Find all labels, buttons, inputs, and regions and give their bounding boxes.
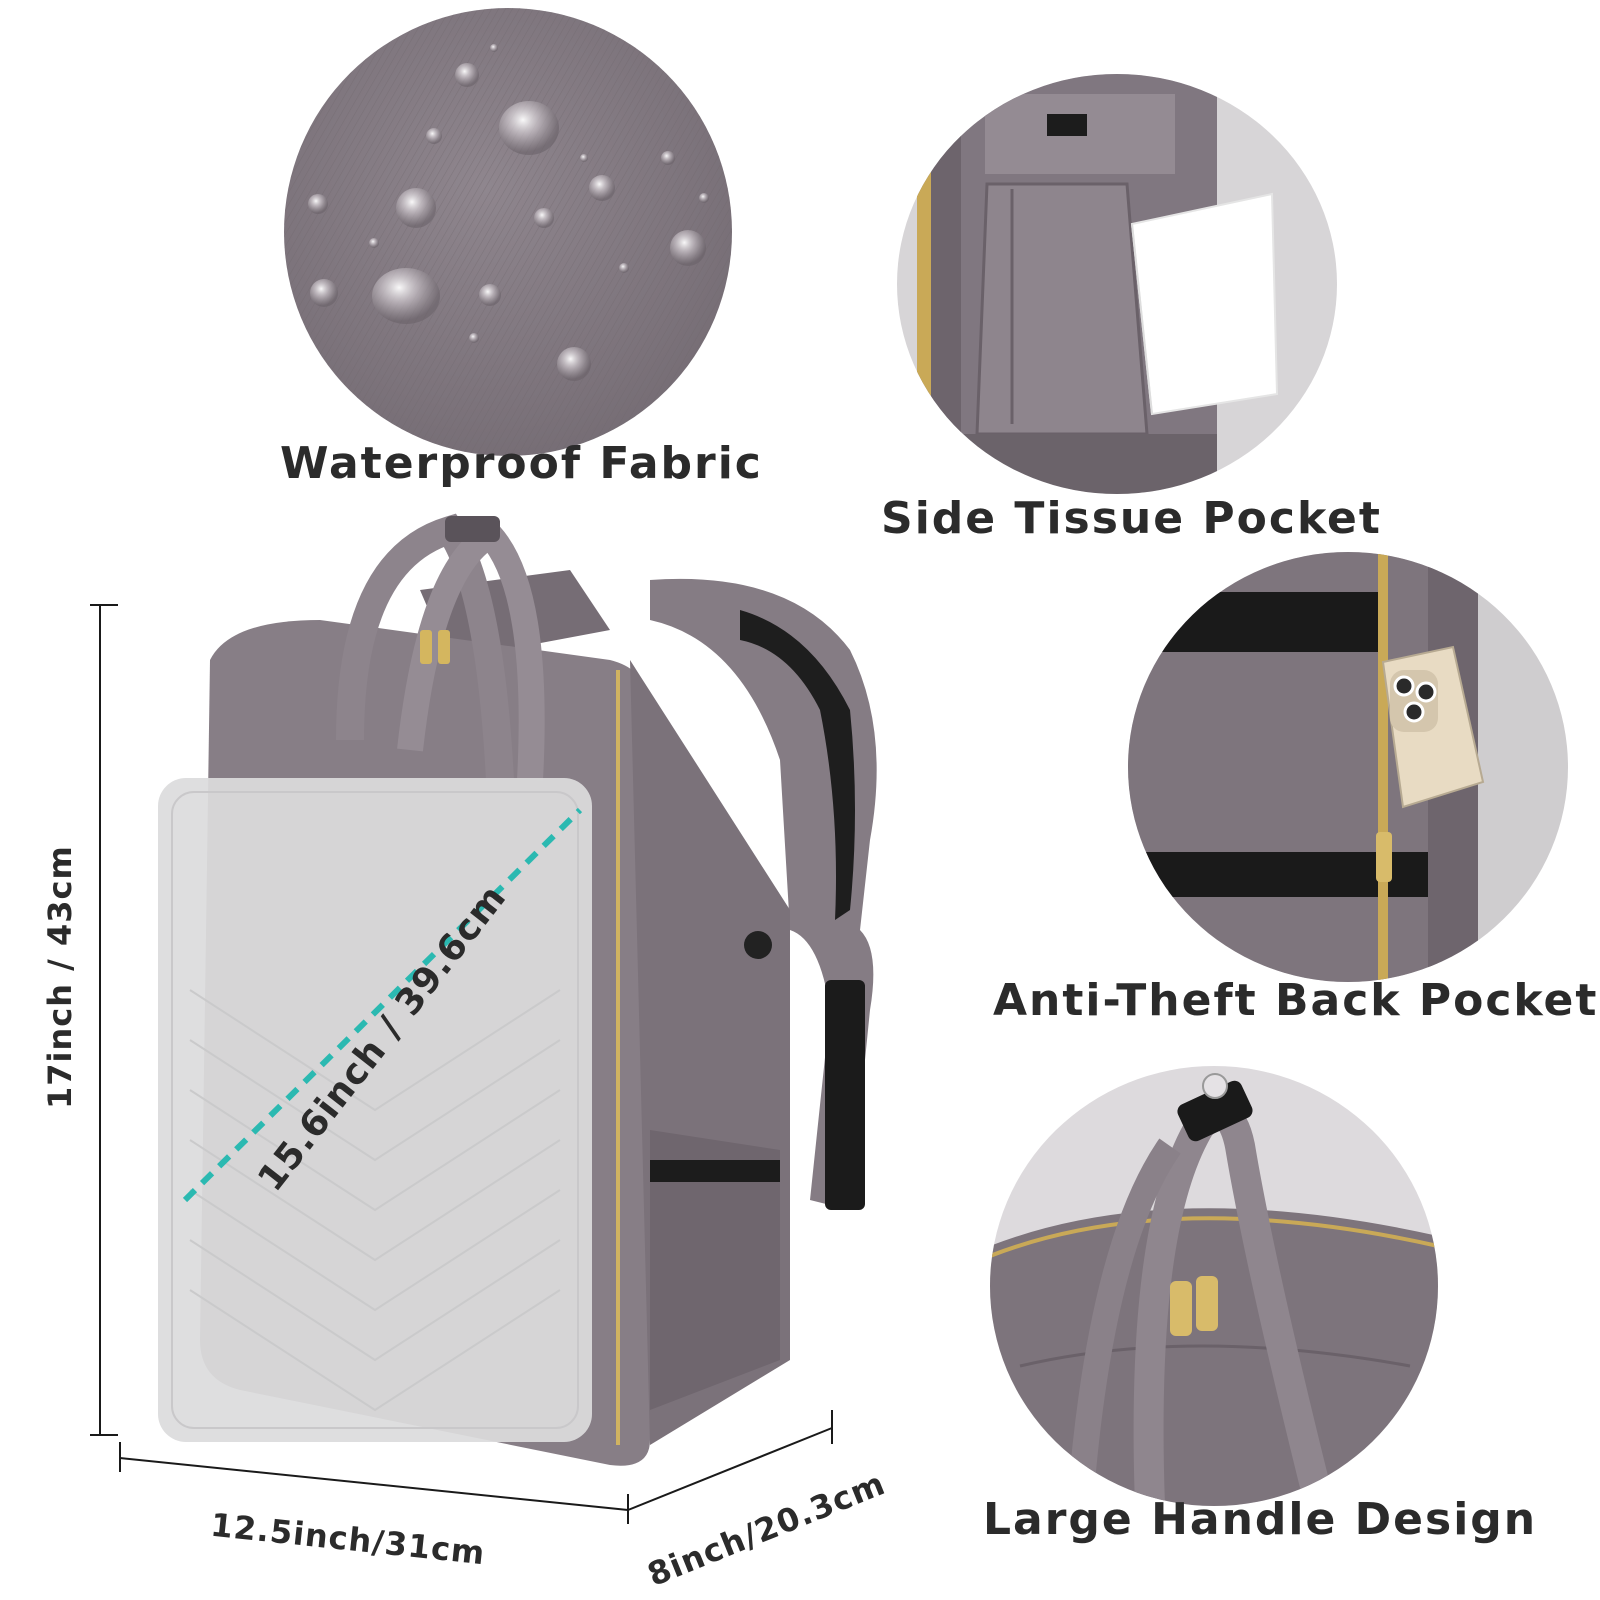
backpack-image xyxy=(90,510,930,1590)
waterproof-fabric-label: Waterproof Fabric xyxy=(280,438,763,489)
large-handle-image xyxy=(990,1066,1438,1506)
phone-icon xyxy=(1381,645,1485,809)
anti-theft-pocket-image xyxy=(1128,552,1568,982)
water-droplet-icon xyxy=(308,44,709,381)
tissue-icon xyxy=(1130,192,1279,416)
anti-theft-pocket-label: Anti-Theft Back Pocket xyxy=(993,975,1599,1026)
zipper-pull-icon xyxy=(1170,1276,1218,1336)
height-label: 17inch / 43cm xyxy=(41,845,79,1109)
zipper-pull-icon xyxy=(1376,832,1392,882)
side-tissue-pocket-image xyxy=(897,74,1337,494)
side-tissue-pocket-label: Side Tissue Pocket xyxy=(881,493,1382,544)
waterproof-fabric-image xyxy=(284,8,732,456)
large-handle-label: Large Handle Design xyxy=(983,1494,1538,1545)
